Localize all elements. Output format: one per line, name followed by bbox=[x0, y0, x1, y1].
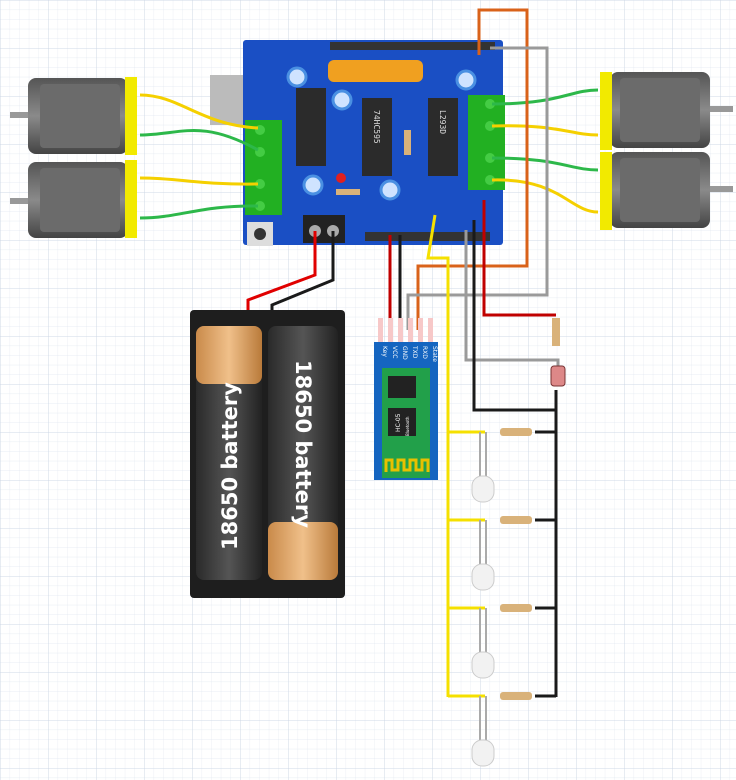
signal-wires bbox=[246, 8, 560, 698]
battery-label-2: 18650 battery bbox=[291, 360, 315, 528]
led-with-resistor[interactable] bbox=[471, 428, 532, 503]
battery-label-1: 18650 battery bbox=[218, 382, 242, 550]
motor-right-top[interactable] bbox=[600, 72, 733, 150]
led bbox=[471, 739, 495, 767]
led bbox=[471, 651, 495, 679]
led-with-resistor[interactable] bbox=[471, 516, 532, 591]
resistor bbox=[500, 692, 532, 700]
led bbox=[471, 563, 495, 591]
motor-wires bbox=[139, 88, 599, 220]
hc05-pin-label: RXD bbox=[421, 346, 428, 359]
terminal-block-right bbox=[468, 95, 505, 190]
chip-label-74hc595: 74HC595 bbox=[372, 110, 381, 144]
resistor bbox=[500, 428, 532, 436]
motor-left-top[interactable] bbox=[10, 77, 137, 155]
motor-left-bottom[interactable] bbox=[10, 160, 137, 238]
hc05-pin-label: State bbox=[431, 346, 438, 362]
power-terminal bbox=[303, 215, 345, 243]
resistor bbox=[500, 516, 532, 524]
chip-label-l293d: L293D bbox=[438, 110, 447, 134]
ic-l293d bbox=[428, 98, 458, 176]
battery-holder[interactable]: 18650 battery 18650 battery bbox=[190, 310, 345, 598]
motor-shield[interactable]: 74HC595 L293D bbox=[210, 40, 505, 246]
ldr-sensor bbox=[550, 318, 566, 387]
led-with-resistor[interactable] bbox=[471, 692, 532, 767]
hc05-pin-label: TXD bbox=[411, 345, 418, 359]
terminal-block-left bbox=[245, 120, 282, 215]
resistor bbox=[500, 604, 532, 612]
ic-74hc595 bbox=[362, 98, 392, 176]
hc05-pin-label: GND bbox=[401, 346, 408, 360]
hc05-pin-label: VCC bbox=[391, 346, 398, 358]
module-subtitle: Bluetooth bbox=[405, 416, 410, 436]
led-with-resistor[interactable] bbox=[471, 604, 532, 679]
motor-right-bottom[interactable] bbox=[600, 152, 733, 230]
led bbox=[471, 475, 495, 503]
hc05-pin-label: Key bbox=[381, 346, 388, 357]
module-name: HC-05 bbox=[395, 413, 402, 432]
ic-chip bbox=[296, 88, 326, 166]
